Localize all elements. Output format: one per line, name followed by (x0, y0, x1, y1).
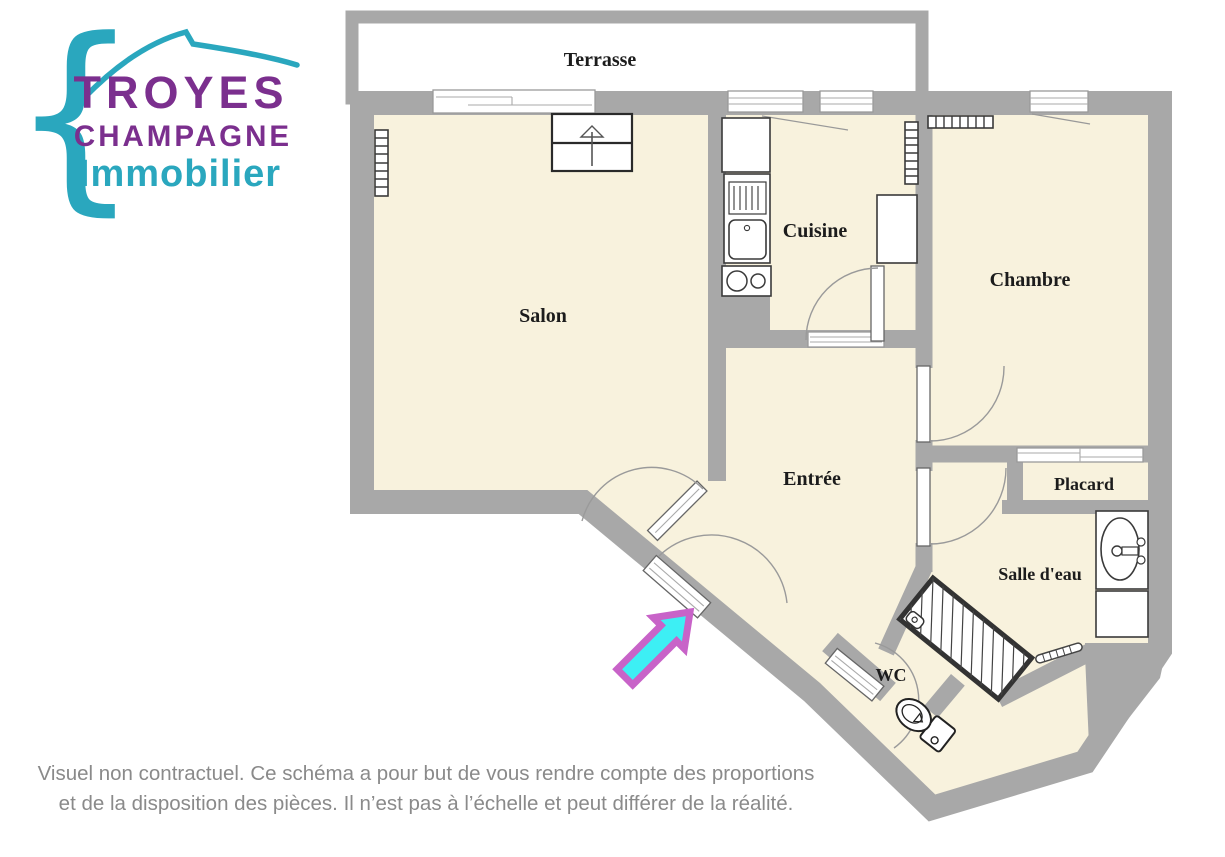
room-label-wc: WC (876, 665, 907, 685)
door-arcs (581, 267, 1007, 749)
logo-line2: CHAMPAGNE (74, 120, 292, 153)
room-label-entree: Entrée (783, 468, 841, 490)
cuisine-window-swing-line (761, 115, 849, 131)
salon-sliding-window-icon (432, 89, 596, 114)
salon-door-arc (581, 466, 704, 522)
disclaimer-line1: Visuel non contractuel. Ce schéma a pour… (38, 762, 815, 785)
placard-sliding-doors-icon (1016, 447, 1144, 463)
room-label-salle-deau: Salle d'eau (998, 564, 1082, 584)
cuisine-door-arc (805, 267, 879, 341)
wall-corner-bevel (1085, 655, 1165, 768)
bathroom-sink-icon (1095, 510, 1149, 590)
chambre-door-arc (929, 365, 1005, 442)
chambre-window-icon (1029, 90, 1089, 113)
logo-brace: { (10, 0, 140, 234)
cuisine-radiator-icon (904, 121, 919, 185)
hatch-symbol (550, 112, 634, 173)
logo-line3: Immobilier (79, 153, 281, 195)
up-arrow-icon (579, 125, 605, 138)
washing-machine-icon (1095, 590, 1149, 638)
room-label-chambre: Chambre (990, 269, 1071, 291)
wc-door-arc (874, 642, 920, 749)
wall-sde-bottom-diagonal (993, 643, 1095, 708)
agency-logo: { TROYES CHAMPAGNE Immobilier (10, 0, 300, 234)
cuisine-window2-icon (819, 90, 874, 113)
towel-rail-icon (1035, 642, 1083, 664)
wall-wc-stub (924, 674, 965, 718)
chambre-window-swing-line (1031, 113, 1091, 125)
cuisine-window-icon (727, 90, 804, 113)
room-label-cuisine: Cuisine (783, 220, 848, 242)
kitchen-counter (721, 117, 771, 173)
disclaimer-line2: et de la disposition des pièces. Il n’es… (59, 792, 794, 815)
entry-door-band (642, 554, 712, 619)
salon-door-leaf (646, 480, 708, 542)
toilet-icon (895, 697, 956, 753)
room-label-placard: Placard (1054, 474, 1114, 494)
openings (432, 89, 1144, 702)
terrasse-outline (345, 10, 929, 105)
entrance-arrow-icon (612, 607, 695, 690)
sde-door-arc (929, 467, 1007, 545)
chambre-radiator-icon (927, 115, 994, 129)
stove-icon (721, 265, 772, 297)
cuisine-door-leaf (870, 265, 885, 342)
logo-roof-icon (81, 28, 300, 101)
wc-door-band (824, 647, 885, 702)
sde-door-leaf (916, 467, 931, 547)
entry-door-arc (658, 534, 788, 604)
room-label-salon: Salon (519, 305, 567, 327)
chambre-door-leaf (916, 365, 931, 443)
logo-line1: TROYES (73, 67, 288, 118)
fridge-icon (876, 194, 918, 264)
salon-radiator-icon (374, 129, 389, 197)
terrasse-room: Terrasse (345, 10, 929, 105)
room-label-terrasse: Terrasse (564, 49, 637, 71)
shower-drain-icon (905, 610, 925, 630)
kitchen-sink-icon (723, 173, 771, 264)
